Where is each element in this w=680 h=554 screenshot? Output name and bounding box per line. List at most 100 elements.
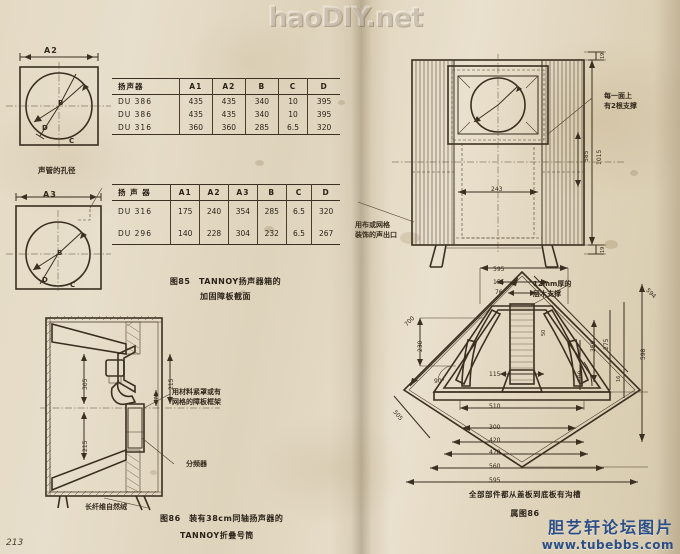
dim-560: 560 <box>489 463 501 470</box>
cell-a1: 175 <box>170 200 201 223</box>
table-row: DU 386 435 435 340 10 395 <box>112 94 340 108</box>
label-d-top: D <box>42 124 48 132</box>
speaker-dimension-table-2: 扬 声 器 A1 A2 A3 B C D DU 316 175 240 354 … <box>112 184 340 245</box>
cell-c: 6.5 <box>285 222 313 245</box>
cell-d: 267 <box>311 222 340 245</box>
cell-a2: 360 <box>211 121 246 135</box>
cell-a1: 435 <box>178 94 213 108</box>
dim-155: 155 <box>493 279 505 286</box>
dim-510: 510 <box>489 403 501 410</box>
watermark-top: haoDIY.net <box>268 2 423 33</box>
paper-speck <box>255 160 264 166</box>
cell-b: 285 <box>256 200 287 223</box>
dim-585: 585 <box>583 150 590 162</box>
cell-a3: 354 <box>227 200 258 223</box>
annotation-baffle-frame-l1: 用材料紧罩或有 <box>172 388 221 396</box>
cell-a1: 140 <box>170 222 201 245</box>
cell-d: 320 <box>311 200 340 223</box>
col-speaker: 扬 声 器 <box>112 184 172 201</box>
annotation-plywood-brace: 12mm厚的层木支撑 <box>533 280 571 300</box>
baffle-section-a2-drawing <box>6 53 111 150</box>
col-a3: A3 <box>227 184 258 201</box>
cell-b: 232 <box>256 222 287 245</box>
dim-a2-label: A2 <box>44 46 58 55</box>
dim-350: 350 <box>590 340 597 352</box>
dim-a3-label: A3 <box>43 190 57 199</box>
table-row: DU 296 140 228 304 232 6.5 267 <box>112 222 340 245</box>
cell-model: DU 316 <box>112 121 180 135</box>
col-a1: A1 <box>170 184 201 201</box>
cell-a1: 360 <box>178 121 213 135</box>
label-d-mid: D <box>42 276 48 284</box>
table-row: DU 386 435 435 340 10 395 <box>112 108 340 121</box>
dim-215-lower: 215 <box>82 440 89 452</box>
annotation-long-fiber-wool: 长纤维自然绒 <box>85 503 127 511</box>
cell-c: 10 <box>277 94 309 108</box>
cell-c: 10 <box>277 108 309 121</box>
dim-19-bottom: 19 <box>600 246 606 253</box>
caption-hole-diameter: 声管的孔径 <box>38 166 76 175</box>
cell-d: 320 <box>307 121 340 135</box>
cell-model: DU 296 <box>112 222 172 245</box>
horn-plan-section-drawing <box>393 265 648 485</box>
cell-a2: 435 <box>211 108 246 121</box>
label-b-mid: B <box>57 249 63 257</box>
dim-243: 243 <box>491 186 503 193</box>
figure-86-caption-line2: TANNOY折叠号筒 <box>180 531 254 540</box>
watermark-bottom-line1: 胆艺轩论坛图片 <box>547 518 674 537</box>
dim-598: 598 <box>640 348 647 360</box>
annotation-baffle-frame-l2: 网格的障板框架 <box>172 397 221 406</box>
annotation-sound-outlet-l2: 装饰的声出口 <box>355 230 397 239</box>
cell-a2: 240 <box>199 200 229 223</box>
col-d: D <box>311 184 340 201</box>
cell-a1: 435 <box>178 108 213 121</box>
annotation-plywood-brace-l2: 层木支撑 <box>533 289 561 298</box>
watermark-bottom-line2: www.tubebbs.com <box>541 538 674 552</box>
annotation-baffle-frame: 用材料紧罩或有网格的障板框架 <box>172 388 221 408</box>
paper-speck <box>630 170 638 176</box>
baffle-section-a3-drawing <box>6 187 111 291</box>
cell-b: 285 <box>244 121 279 135</box>
table-header-row: 扬声器 A1 A2 B C D <box>112 78 340 95</box>
dim-16: 16 <box>616 375 622 382</box>
dim-1015: 1015 <box>596 149 603 165</box>
dim-100: 100 <box>577 370 584 382</box>
cell-d: 395 <box>307 94 340 108</box>
cell-c: 6.5 <box>277 121 309 135</box>
cell-b: 340 <box>244 94 279 108</box>
table-row: DU 316 175 240 354 285 6.5 320 <box>112 200 340 223</box>
dim-300: 300 <box>489 424 501 431</box>
plan-note-groove: 全部部件都从盖板到底板有沟槽 <box>469 490 581 499</box>
dim-595-top: 595 <box>493 266 505 273</box>
dim-76: 76 <box>154 393 160 400</box>
figure-85-caption-line1: 图85 TANNOY扬声器箱的 <box>169 277 282 286</box>
watermark-bottom: 胆艺轩论坛图片 www.tubebbs.com <box>542 514 674 552</box>
figure-86-caption-line1: 图86 装有38cm同轴扬声器的 <box>160 514 284 523</box>
col-a1: A1 <box>178 78 213 95</box>
col-b: B <box>244 78 279 95</box>
figure-85-caption-line2: 加固障板截面 <box>200 292 251 301</box>
col-speaker: 扬声器 <box>112 78 180 95</box>
folded-horn-section-drawing <box>40 315 220 511</box>
cell-c: 6.5 <box>285 200 313 223</box>
cell-d: 395 <box>307 108 340 121</box>
figure-86-subfigure-caption: 属图86 <box>510 509 540 518</box>
label-c-top: C <box>69 137 75 145</box>
annotation-two-braces: 每一面上有2根支撑 <box>604 92 637 112</box>
annotation-crossover: 分频器 <box>186 460 207 468</box>
col-c: C <box>277 78 309 95</box>
cell-model: DU 316 <box>112 200 172 223</box>
dim-420: 420 <box>489 437 501 444</box>
dim-19-top: 19 <box>600 52 606 59</box>
dim-76-plan: 76 <box>495 289 503 296</box>
cell-model: DU 386 <box>112 108 180 121</box>
annotation-two-braces-l2: 有2根支撑 <box>604 101 637 110</box>
annotation-sound-outlet: 用布或网格装饰的声出口 <box>355 221 397 241</box>
cell-a2: 228 <box>199 222 229 245</box>
dim-305: 305 <box>82 378 89 390</box>
col-b: B <box>256 184 287 201</box>
cell-a2: 435 <box>211 94 246 108</box>
dim-115: 115 <box>489 371 501 378</box>
table-header-row: 扬 声 器 A1 A2 A3 B C D <box>112 184 340 201</box>
